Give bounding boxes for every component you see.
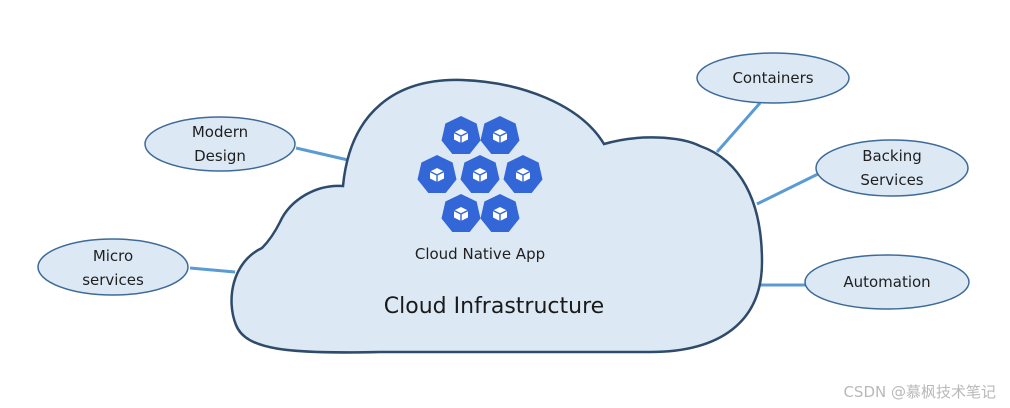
node-ellipse xyxy=(815,139,969,197)
node-label-line-1: Containers xyxy=(732,69,813,87)
cube-hexagon-icon xyxy=(441,116,481,154)
cube-hexagon-icon xyxy=(441,194,481,232)
node-label-line-2: Services xyxy=(860,171,923,189)
cloud-native-app-label: Cloud Native App xyxy=(415,245,545,263)
connector-micro-services xyxy=(189,266,236,274)
node-label-line-1: Modern xyxy=(192,123,248,141)
node-label-line-2: Design xyxy=(194,147,246,165)
connector-modern-design xyxy=(295,146,349,162)
node-ellipse xyxy=(37,238,189,296)
node-label-line-1: Automation xyxy=(843,273,930,291)
cube-hexagon-icon xyxy=(480,194,520,232)
connector-backing-services xyxy=(756,172,819,206)
connector-containers xyxy=(715,102,762,153)
node-ellipse xyxy=(696,52,850,104)
connectors xyxy=(189,102,819,287)
node-label-line-1: Backing xyxy=(862,147,922,165)
watermark-text: CSDN @慕枫技术笔记 xyxy=(843,383,996,401)
node-label-line-1: Micro xyxy=(93,247,133,265)
node-automation: Automation xyxy=(804,254,970,310)
node-ellipse xyxy=(804,254,970,310)
cloud-native-app-icon-cluster xyxy=(417,116,543,232)
node-containers: Containers xyxy=(696,52,850,104)
cube-hexagon-icon xyxy=(417,155,457,193)
node-label-line-2: services xyxy=(82,271,144,289)
node-micro-services: Micro services xyxy=(37,238,189,296)
cube-hexagon-icon xyxy=(460,155,500,193)
node-ellipse xyxy=(144,116,296,172)
node-backing-services: Backing Services xyxy=(815,139,969,197)
cube-hexagon-icon xyxy=(503,155,543,193)
node-modern-design: Modern Design xyxy=(144,116,296,172)
cloud-infrastructure-label: Cloud Infrastructure xyxy=(384,294,604,319)
cube-hexagon-icon xyxy=(480,116,520,154)
